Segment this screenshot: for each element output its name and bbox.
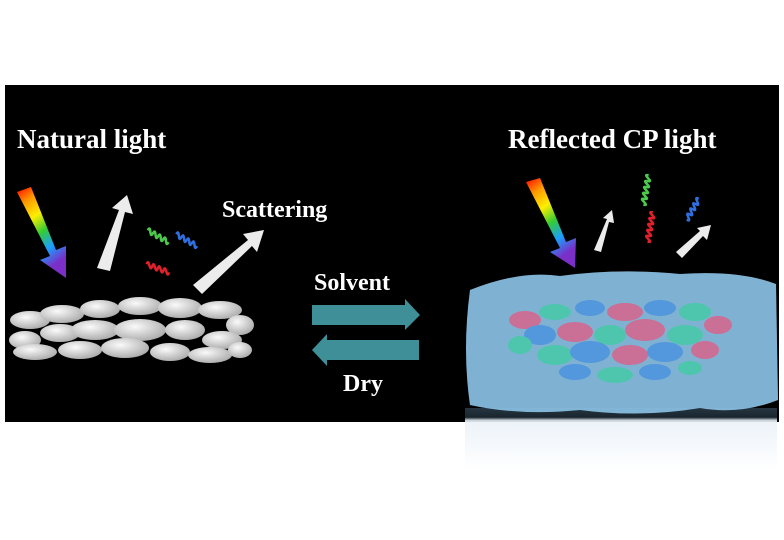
- scatter-arrow-diag: [193, 230, 264, 294]
- reflect-arrow-diag: [676, 225, 711, 258]
- helix-red-right: [644, 210, 656, 244]
- matrix-reflection: [465, 408, 777, 470]
- helix-green-right: [640, 173, 652, 207]
- helix-red-left: [145, 261, 171, 276]
- dry-arrow: [312, 334, 419, 366]
- solvent-arrow: [312, 299, 420, 330]
- reflect-arrow-up: [594, 210, 614, 252]
- incident-light-arrow-left: [17, 187, 66, 278]
- solvent-label: Solvent: [314, 270, 390, 296]
- disordered-particle-film: [9, 297, 254, 363]
- scattering-label: Scattering: [222, 197, 327, 223]
- incident-light-arrow-right: [526, 178, 576, 268]
- process-arrows: [312, 299, 420, 366]
- scatter-arrows: [97, 195, 711, 294]
- reflected-cp-light-label: Reflected CP light: [508, 124, 716, 154]
- helix-green-left: [146, 227, 170, 246]
- chiral-nematic-disks: [508, 300, 732, 383]
- helices: [145, 173, 700, 276]
- dry-label: Dry: [343, 371, 383, 397]
- natural-light-label: Natural light: [17, 124, 166, 154]
- helix-blue-left: [175, 231, 199, 249]
- helix-blue-right: [686, 196, 700, 222]
- swollen-chiral-film: [466, 271, 778, 414]
- scatter-arrow-up: [97, 195, 133, 271]
